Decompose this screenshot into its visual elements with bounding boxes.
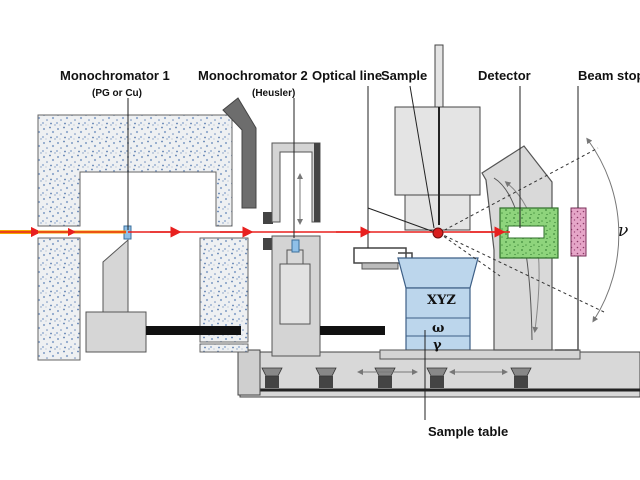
monochromator1-shield [37, 114, 249, 361]
sample-cryostat [394, 44, 481, 231]
label-nu: ν [618, 221, 628, 241]
label-gamma: γ [433, 338, 442, 353]
monochromator2-dark-shield [222, 97, 257, 209]
label-sample-table: Sample table [428, 424, 508, 439]
support-feet [261, 367, 532, 388]
label-monochromator2-sub: (Heusler) [252, 88, 295, 99]
label-beam-stop: Beam stop [578, 68, 640, 83]
scattering-cone [438, 147, 605, 313]
optical-line [353, 86, 438, 270]
monochromator2-frame [263, 142, 385, 357]
sample-table [379, 257, 581, 360]
label-optical-line: Optical line [312, 68, 382, 83]
monochromator1-stand [85, 238, 241, 353]
label-sample: Sample [381, 68, 427, 83]
nu-arc [586, 137, 620, 323]
label-monochromator1: Monochromator 1 [60, 68, 170, 83]
monochromator2-crystal [291, 239, 300, 253]
detector-box [499, 207, 559, 259]
beam-stop [555, 86, 587, 351]
beam-path [128, 226, 510, 239]
label-detector: Detector [478, 68, 531, 83]
leader-lines [127, 85, 521, 420]
label-xyz: XYZ [427, 293, 456, 308]
label-monochromator1-sub: (PG or Cu) [92, 88, 142, 99]
label-omega: ω [432, 321, 444, 336]
label-monochromator2: Monochromator 2 [198, 68, 308, 83]
